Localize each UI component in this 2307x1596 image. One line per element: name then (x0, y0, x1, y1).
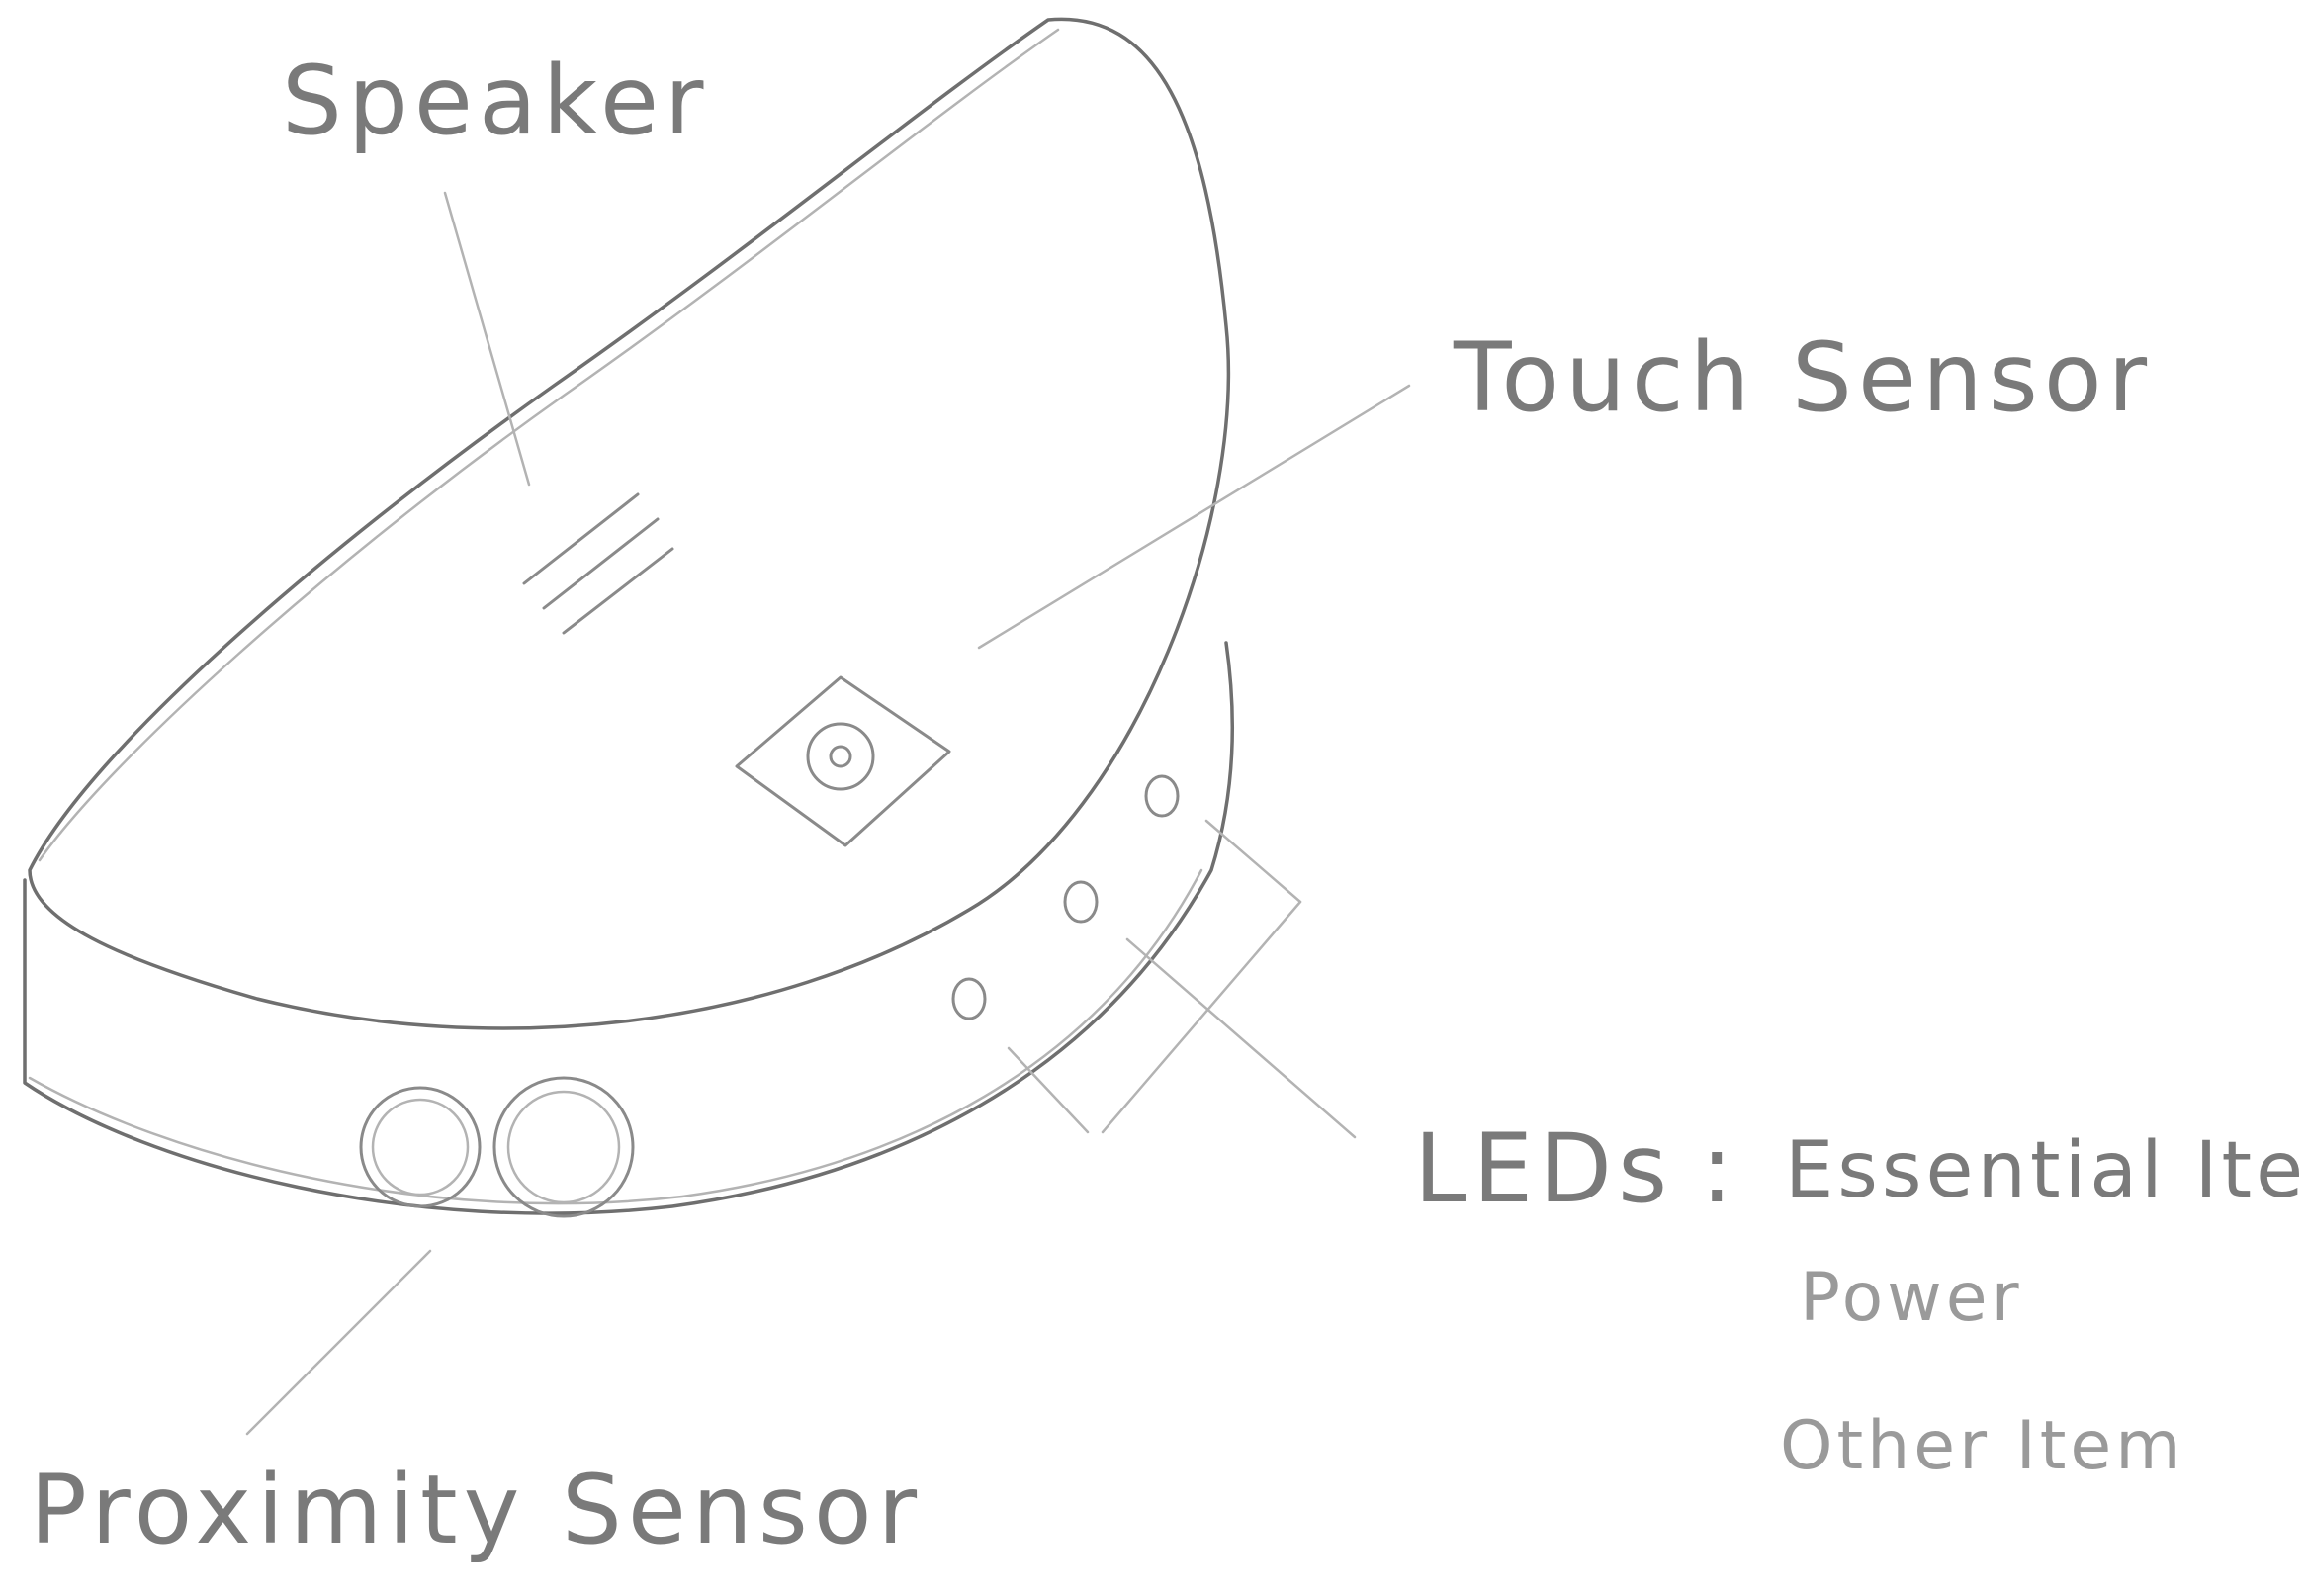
device-side-band (25, 643, 1232, 1213)
proximity-sensor-lenses (361, 1078, 633, 1216)
speaker-grille (524, 494, 672, 633)
led-item-power: Power (1800, 1259, 2023, 1337)
led-item-essential: Essential Item (1785, 1126, 2307, 1215)
device-top-face (30, 19, 1228, 1028)
led-item-other: Other Item (1780, 1407, 2184, 1485)
leds-separator: : (1701, 1113, 1738, 1224)
touch-sensor-label: Touch Sensor (1453, 322, 2153, 433)
touch-sensor-button (737, 677, 949, 845)
touch-sensor-leader-line (979, 386, 1409, 648)
leds-label: LEDs (1414, 1113, 1673, 1224)
proximity-sensor-label: Proximity Sensor (30, 1455, 923, 1565)
proximity-leader-line (247, 1251, 430, 1434)
speaker-leader-line (445, 193, 529, 485)
speaker-label: Speaker (282, 45, 709, 156)
leds-bracket (1009, 821, 1355, 1137)
